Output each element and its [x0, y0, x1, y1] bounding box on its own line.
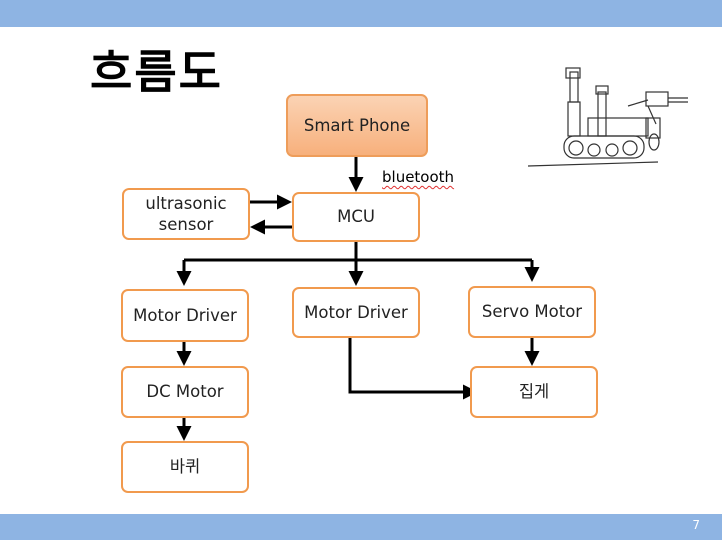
node-mcu: MCU [292, 192, 420, 242]
node-motor-driver-center: Motor Driver [292, 287, 420, 338]
bottom-banner [0, 514, 722, 540]
node-motor-driver-left: Motor Driver [121, 289, 249, 342]
node-smart-phone: Smart Phone [286, 94, 428, 157]
node-gripper: 집게 [470, 366, 598, 418]
arrow-driver-to-gripper [348, 338, 478, 400]
node-dc-motor: DC Motor [121, 366, 249, 418]
node-ultrasonic-sensor: ultrasonic sensor [122, 188, 250, 240]
node-servo-motor: Servo Motor [468, 286, 596, 338]
top-banner [0, 0, 722, 27]
page-number: 7 [692, 518, 700, 532]
bluetooth-label: bluetooth [382, 168, 455, 186]
node-wheel: 바퀴 [121, 441, 249, 493]
robot-illustration [528, 67, 688, 167]
slide-title: 흐름도 [90, 45, 223, 99]
